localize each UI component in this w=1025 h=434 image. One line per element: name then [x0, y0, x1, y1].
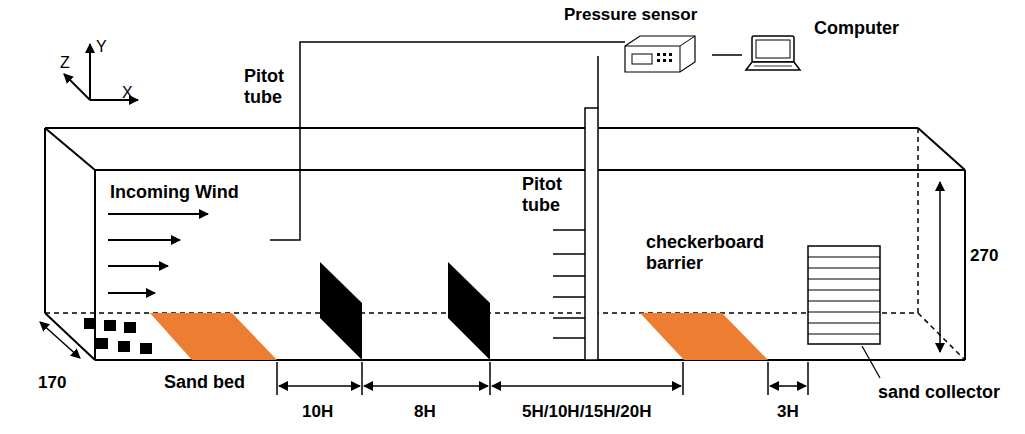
- part-label: Pitot tube: [244, 66, 299, 108]
- dimension: 270: [970, 245, 998, 266]
- axis-label: Y: [96, 36, 107, 57]
- axis-label: X: [122, 82, 133, 103]
- axis-label: Z: [60, 52, 70, 73]
- pressure-sensor: Pressure sensor: [562, 2, 712, 74]
- dimension: 10H: [302, 401, 333, 422]
- part-label: checkerboard barrier: [646, 232, 776, 274]
- node-label: Computer: [814, 18, 899, 39]
- part-label: sand collector: [878, 382, 1000, 403]
- dimension: 170: [38, 372, 66, 393]
- flow-label: Incoming Wind: [110, 182, 239, 203]
- node-label: Pressure sensor: [564, 4, 697, 25]
- dimension: 5H/10H/15H/20H: [522, 401, 651, 422]
- part-label: Sand bed: [164, 372, 245, 393]
- dimension: 8H: [414, 401, 436, 422]
- computer: Computer: [742, 14, 922, 74]
- dimension: 3H: [777, 401, 799, 422]
- part-label: Pitot tube: [522, 174, 577, 216]
- signal-wire: [712, 54, 742, 56]
